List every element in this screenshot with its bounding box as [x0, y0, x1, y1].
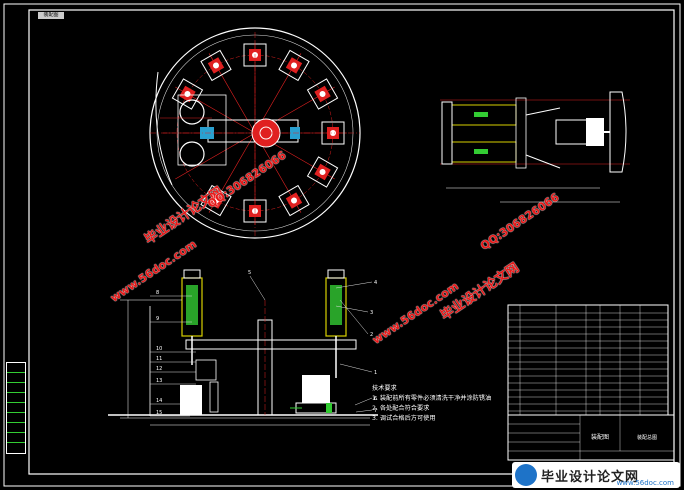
left-cylinder-nameplate [186, 285, 198, 325]
manipulator-gear-lower [179, 141, 205, 167]
notes-line-2: 2. 各处配合符合要求 [372, 405, 430, 412]
side-bracket [515, 97, 527, 169]
station-fixture [306, 78, 339, 110]
side-motor-cap [586, 118, 604, 146]
station-fixtures [171, 43, 345, 223]
part-number: 15 [156, 410, 162, 416]
brand-badge[interactable]: 毕业设计论文网 www.56doc.com [512, 462, 680, 488]
part-number: 3 [370, 310, 373, 316]
right-cylinder-nameplate [330, 285, 342, 325]
workpiece [180, 385, 202, 415]
title-block: 装配图 装配总图 [507, 414, 675, 461]
manipulator-frame [177, 94, 227, 166]
part-number: 7 [374, 408, 377, 414]
station-fixture [200, 184, 232, 217]
part-number: 4 [374, 280, 377, 286]
part-number: 1 [374, 370, 377, 376]
station-fixture [306, 156, 339, 188]
revision-sidebar [6, 362, 26, 454]
part-number: 14 [156, 398, 162, 404]
drawing-inner-border [28, 9, 675, 475]
notes-heading: 技术要求 [372, 385, 397, 392]
drive-motor [302, 375, 330, 403]
part-number: 9 [156, 316, 159, 322]
brand-logo-icon [515, 464, 537, 486]
title-block-sub: 装配总图 [637, 434, 657, 441]
side-view [440, 91, 630, 203]
station-fixture [278, 49, 310, 82]
notes-line-1: 1. 装配前所有零件必须清洗干净并涂防锈油 [372, 395, 492, 402]
part-number: 8 [156, 290, 159, 296]
parts-list-table [507, 304, 669, 416]
title-block-name: 装配图 [591, 433, 609, 441]
part-number: 10 [156, 346, 162, 352]
dimension-arc [155, 71, 173, 186]
part-number: 6 [374, 396, 377, 402]
drawing-tag: 装配图 [38, 12, 64, 19]
notes-line-3: 3. 调试合格后方可使用 [372, 415, 436, 422]
part-number: 12 [156, 366, 162, 372]
gripper [195, 359, 217, 381]
station-fixture [321, 121, 345, 145]
cross-beam [185, 339, 357, 350]
side-cylinder-label-upper [474, 112, 488, 117]
part-number: 2 [370, 332, 373, 338]
part-number: 13 [156, 378, 162, 384]
part-number: 11 [156, 356, 162, 362]
technical-notes: 技术要求 1. 装配前所有零件必须清洗干净并涂防锈油 2. 各处配合符合要求 3… [372, 384, 491, 424]
side-table-edge [609, 91, 627, 173]
leader-lines [150, 275, 373, 417]
station-fixture [278, 184, 310, 217]
station-fixture [171, 78, 204, 110]
side-mount-plate [441, 101, 453, 165]
rotary-table-top-view [149, 27, 361, 239]
part-number: 5 [248, 270, 251, 276]
brand-url: www.56doc.com [616, 479, 674, 487]
drawing-outer-border [3, 3, 681, 487]
side-cylinder-label-lower [474, 149, 488, 154]
manipulator-gear-upper [179, 99, 205, 125]
station-fixture [200, 49, 232, 82]
brand-text: 毕业设计论文网 [541, 469, 640, 485]
